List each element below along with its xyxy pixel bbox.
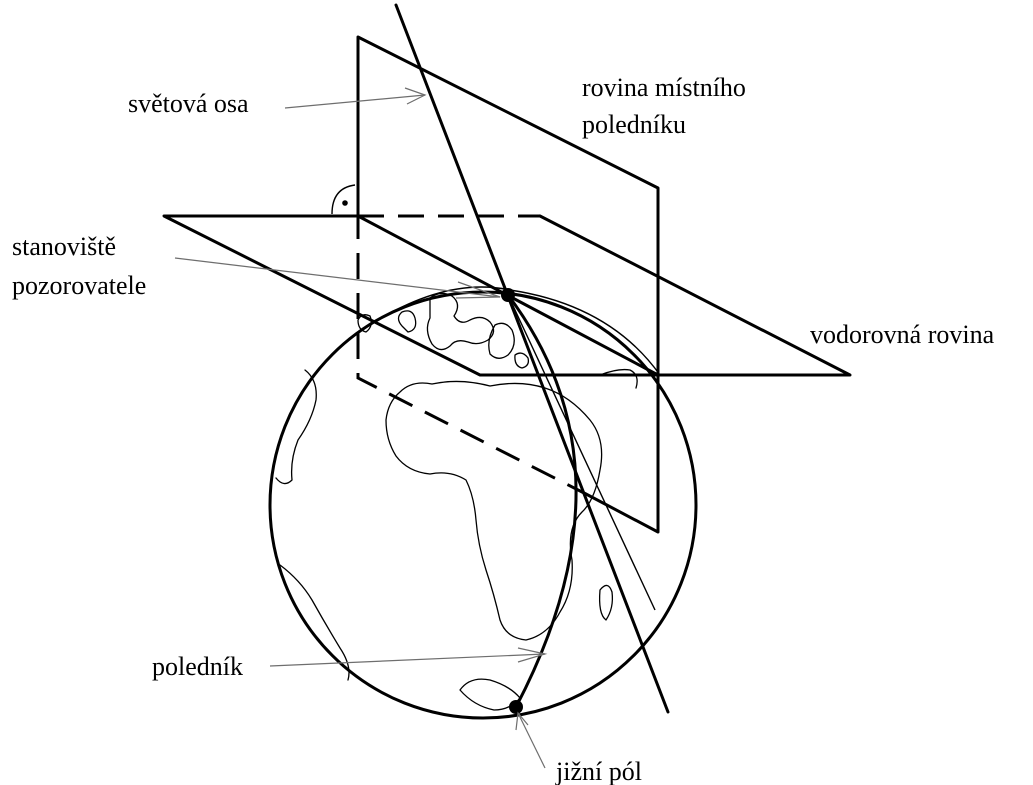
horizontal-plane-solid xyxy=(162,214,852,377)
world-axis-label: světová osa xyxy=(128,89,249,118)
meridian-leader xyxy=(269,653,546,667)
observer-point xyxy=(501,288,515,302)
meridian-plane-label-line2: poledníku xyxy=(582,110,686,139)
observer-leader xyxy=(174,257,501,298)
meridian-plane-dashed xyxy=(356,213,587,496)
right-angle-mark xyxy=(331,184,356,215)
horizontal-plane-label: vodorovná rovina xyxy=(810,320,995,349)
south-pole-label: jižní pól xyxy=(555,757,642,785)
meridian-plane-solid xyxy=(356,35,660,534)
right-angle-dot xyxy=(342,200,348,206)
world-axis-line xyxy=(394,3,670,714)
earth-globe xyxy=(268,290,698,720)
meridian-label: poledník xyxy=(152,652,243,681)
observer-label-line2: pozorovatele xyxy=(12,271,146,300)
observer-label-line1: stanoviště xyxy=(12,232,116,261)
meridian-curve xyxy=(506,293,578,709)
meridian-plane-label-line1: rovina místního xyxy=(582,73,746,102)
thin-sight-line xyxy=(507,294,656,611)
south-pole-leader xyxy=(517,712,546,769)
south-pole-point xyxy=(509,700,523,714)
world-axis-leader xyxy=(284,94,426,109)
